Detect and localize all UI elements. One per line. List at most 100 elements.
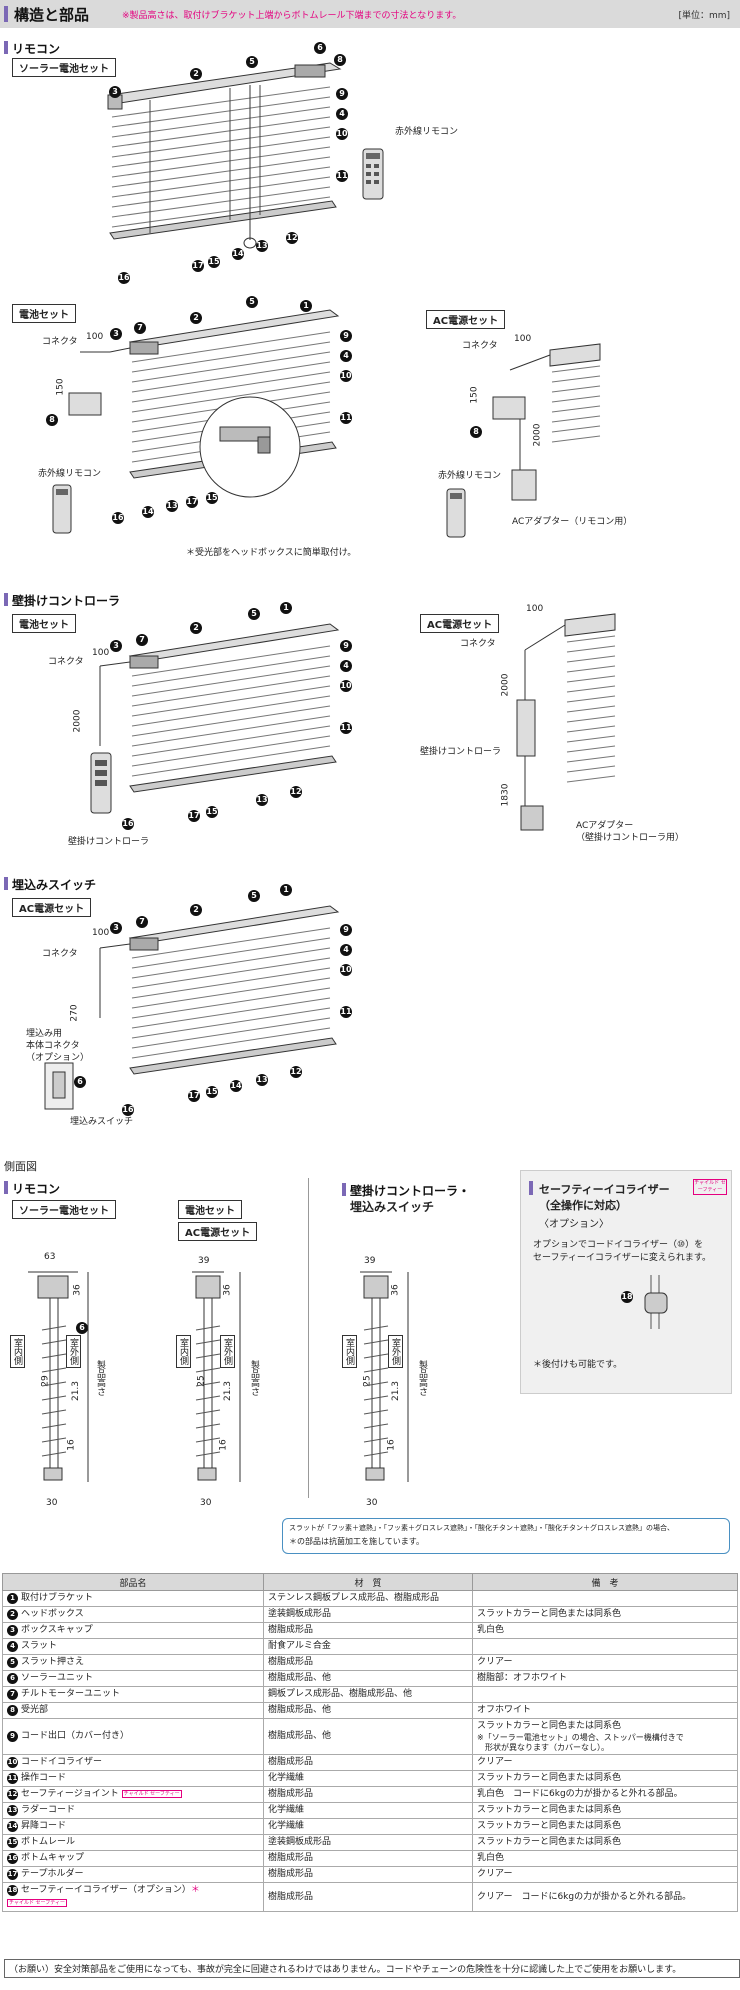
marker-16e: 16 (122, 1104, 134, 1116)
part-name: 昇降コード (21, 1821, 67, 1831)
part-note: クリアー コードに6kgの力が掛かると外れる部品。 (477, 1891, 692, 1902)
marker-9: 9 (336, 88, 348, 100)
part-note: 乳白色 (477, 1853, 505, 1863)
callout-title-1: セーフティーイコライザー (539, 1183, 670, 1196)
label-connector-4: コネクタ (460, 639, 496, 649)
callout-title-3: 〈オプション〉 (539, 1219, 609, 1230)
cell-part-material: 樹脂成形品 (263, 1866, 473, 1883)
ac-remote-diagram (509, 343, 601, 501)
marker-8: 8 (334, 54, 346, 66)
marker-13b: 13 (166, 500, 178, 512)
cell-part-material: 樹脂成形品 (263, 1850, 473, 1867)
marker-7e: 7 (136, 916, 148, 928)
box-battery-wall: 電池セット (12, 614, 76, 633)
cell-part-material: 樹脂成形品 (263, 1622, 473, 1639)
part-name: 操作コード (21, 1773, 67, 1783)
marker-10: 10 (336, 128, 348, 140)
ir-remote-icon (362, 148, 384, 200)
part-name: チルトモーターユニット (21, 1689, 121, 1699)
antibac-note-1: スラットが「フッ素＋遮熱」・「フッ素＋グロスレス遮熱」・「酸化チタン＋遮熱」・「… (289, 1524, 674, 1532)
dim-39-b: 39 (364, 1256, 376, 1266)
label-ac-adapter-wall-1: ACアダプター (576, 821, 634, 831)
dim-30-a: 30 (46, 1498, 58, 1508)
safety-equalizer-callout: セーフティーイコライザー チャイルド セーフティー （全操作に対応） 〈オプショ… (520, 1170, 732, 1394)
part-name: スラット (21, 1641, 58, 1651)
part-name: ボトムレール (21, 1837, 76, 1847)
marker-15w: 15 (206, 806, 218, 818)
part-note: スラットカラーと同色または同系色 (477, 1773, 622, 1783)
label-embed-switch: 埋込みスイッチ (70, 1117, 134, 1127)
part-number: 3 (7, 1625, 18, 1636)
marker-6: 6 (314, 42, 326, 54)
marker-12: 12 (286, 232, 298, 244)
part-name: セーフティージョイント (21, 1789, 119, 1799)
part-name: コードイコライザー (21, 1757, 103, 1767)
cell-part-material: 樹脂成形品 (263, 1882, 473, 1912)
marker-15: 15 (208, 256, 220, 268)
marker-2b: 2 (190, 312, 202, 324)
label-outdoor-1: 室外側 (66, 1335, 81, 1368)
callout-accent (529, 1181, 533, 1195)
blind-wall-diagram (99, 623, 340, 793)
marker-7w: 7 (136, 634, 148, 646)
marker-14b: 14 (142, 506, 154, 518)
part-note-3: 形状が異なります（カバーなし）。 (477, 1743, 609, 1752)
side-wall-title-1: 壁掛けコントローラ・ (342, 1182, 470, 1199)
label-connector-1: コネクタ (42, 337, 78, 347)
marker-9w: 9 (340, 640, 352, 652)
cell-part-material: 耐食アルミ合金 (263, 1638, 473, 1655)
part-note: 樹脂部：オフホワイト (477, 1673, 568, 1683)
box-battery-side: 電池セット (178, 1200, 242, 1219)
blind-embed-diagram (99, 905, 340, 1075)
marker-8c: 8 (470, 426, 482, 438)
part-number: 4 (7, 1641, 18, 1652)
part-note: スラットカラーと同色または同系色 (477, 1721, 622, 1731)
header-note: ※製品高さは、取付けブラケット上端からボトムレール下端までの寸法となります。 (122, 11, 462, 21)
label-ac-adapter-wall-2: （壁掛けコントローラ用） (576, 833, 685, 843)
part-note: スラットカラーと同色または同系色 (477, 1805, 622, 1815)
marker-13: 13 (256, 240, 268, 252)
marker-2w: 2 (190, 622, 202, 634)
section-side-remote: リモコン (4, 1180, 60, 1197)
callout-badge: チャイルド セーフティー (693, 1179, 727, 1195)
antibac-star: ＊ (190, 1885, 200, 1895)
child-safety-badge: チャイルド セーフティー (121, 1789, 182, 1798)
embed-switch-icon (44, 1062, 74, 1110)
section-embed: 埋込みスイッチ (4, 876, 96, 893)
cell-part-note: スラットカラーと同色または同系色 (472, 1770, 738, 1787)
marker-8b: 8 (46, 414, 58, 426)
part-name: 取付けブラケット (21, 1593, 94, 1603)
marker-17b: 17 (186, 496, 198, 508)
cell-part-note: クリアー (472, 1654, 738, 1671)
callout-note: ＊後付けも可能です。 (533, 1360, 623, 1370)
dim-63: 63 (44, 1252, 56, 1262)
marker-16b: 16 (112, 512, 124, 524)
marker-17: 17 (192, 260, 204, 272)
marker-12e: 12 (290, 1066, 302, 1078)
marker-4: 4 (336, 108, 348, 120)
part-number: 14 (7, 1821, 18, 1832)
callout-body-num: ⑩ (677, 1240, 686, 1250)
label-connector-3: コネクタ (48, 657, 84, 667)
part-name: ヘッドボックス (21, 1609, 84, 1619)
label-indoor-1: 室内側 (10, 1335, 25, 1368)
marker-1e: 1 (280, 884, 292, 896)
part-note: クリアー (477, 1869, 513, 1879)
cell-part-note: 乳白色 (472, 1850, 738, 1867)
marker-15e: 15 (206, 1086, 218, 1098)
marker-15b: 15 (206, 492, 218, 504)
unit-label: [単位：mm] (678, 11, 730, 21)
marker-11e: 11 (340, 1006, 352, 1018)
